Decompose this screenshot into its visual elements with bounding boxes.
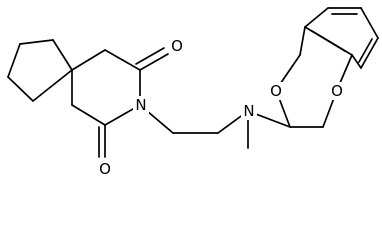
benzene-ring — [304, 7, 379, 69]
atom-o-ketone-bottom: O — [99, 160, 111, 178]
atom-bg — [241, 102, 257, 120]
ethyl-linker — [139, 104, 249, 134]
atom-o-dioxane-lower: O — [331, 82, 343, 100]
cyclopentane-ring — [7, 39, 73, 102]
atom-bg — [97, 160, 113, 178]
atom-bg — [329, 82, 345, 100]
carbonyl-bottom-bond — [98, 124, 106, 158]
atom-bg — [169, 37, 185, 55]
atom-n-amine: N — [243, 102, 254, 120]
dioxane-ring — [275, 26, 353, 128]
atom-n-imide: N — [135, 96, 146, 114]
atom-o-dioxane-upper: O — [270, 82, 282, 100]
atom-bg — [133, 96, 149, 114]
atom-bg — [268, 82, 284, 100]
atom-o-ketone-top: O — [171, 37, 183, 55]
molecule-structure-diagram: O O N N O O — [7, 7, 379, 178]
piperidine-dione-ring — [71, 49, 141, 126]
carbonyl-top-bond — [135, 47, 169, 71]
